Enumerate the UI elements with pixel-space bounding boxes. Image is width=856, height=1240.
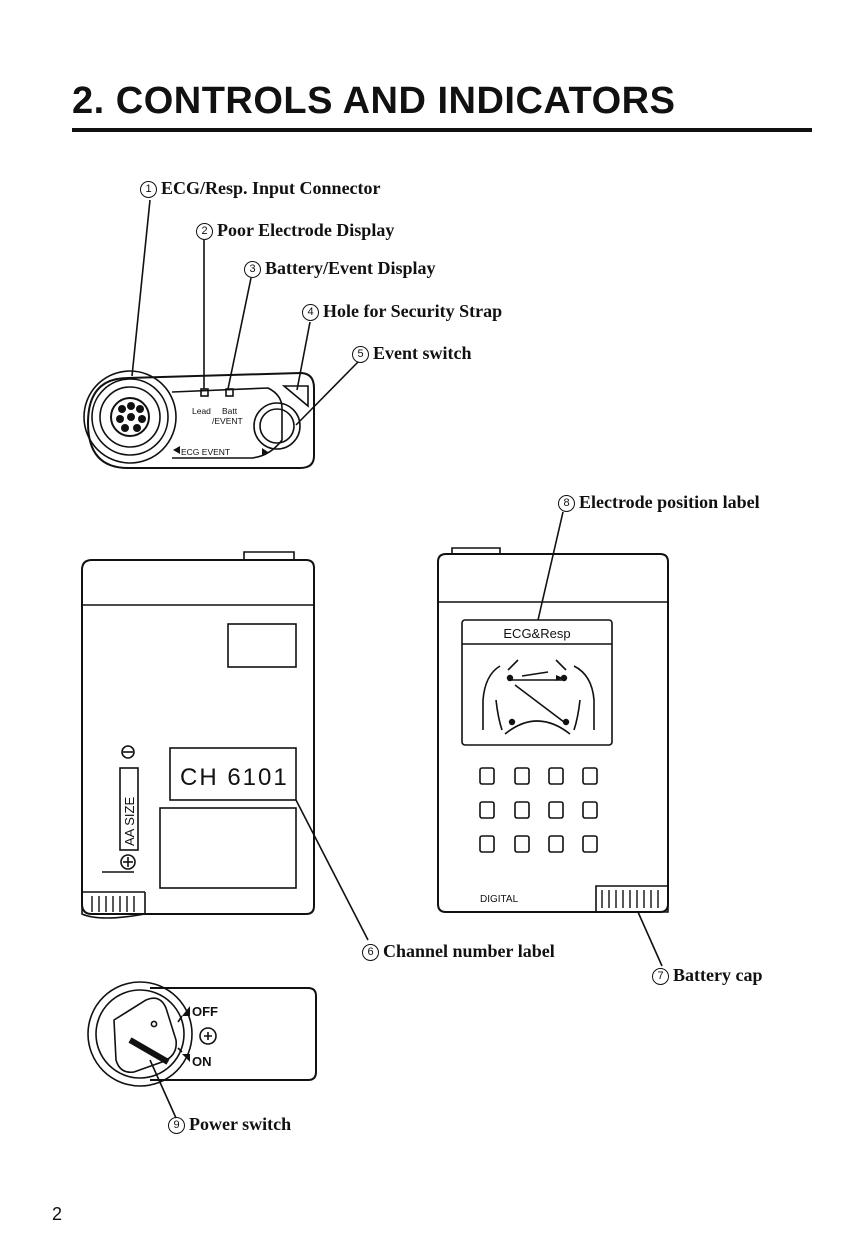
on-text: ON: [192, 1054, 212, 1069]
power-switch-knob[interactable]: [114, 998, 176, 1072]
batt-text: Batt: [222, 406, 238, 416]
battery-cap-grip-side: [92, 896, 134, 912]
battery-size-text: AA SIZE: [122, 797, 137, 846]
lead-text: Lead: [192, 406, 211, 416]
connector-pins: [116, 402, 146, 432]
device-back-view: [438, 548, 668, 912]
power-switch-view: [88, 982, 316, 1086]
off-text: OFF: [192, 1004, 218, 1019]
page-number: 2: [52, 1204, 62, 1225]
event-text: /EVENT: [212, 416, 243, 426]
battery-cap[interactable]: [596, 886, 668, 912]
channel-label-text: CH 6101: [180, 764, 289, 791]
event-switch[interactable]: [254, 403, 300, 449]
battery-cap-grip: [602, 890, 658, 908]
digital-text: DIGITAL: [480, 894, 519, 905]
ecg-event-text: ECG EVENT: [181, 447, 230, 457]
device-side-view: [82, 552, 314, 918]
security-strap-hole: [284, 386, 308, 406]
button-grid: [480, 768, 597, 852]
electrode-label-title: ECG&Resp: [503, 626, 570, 641]
